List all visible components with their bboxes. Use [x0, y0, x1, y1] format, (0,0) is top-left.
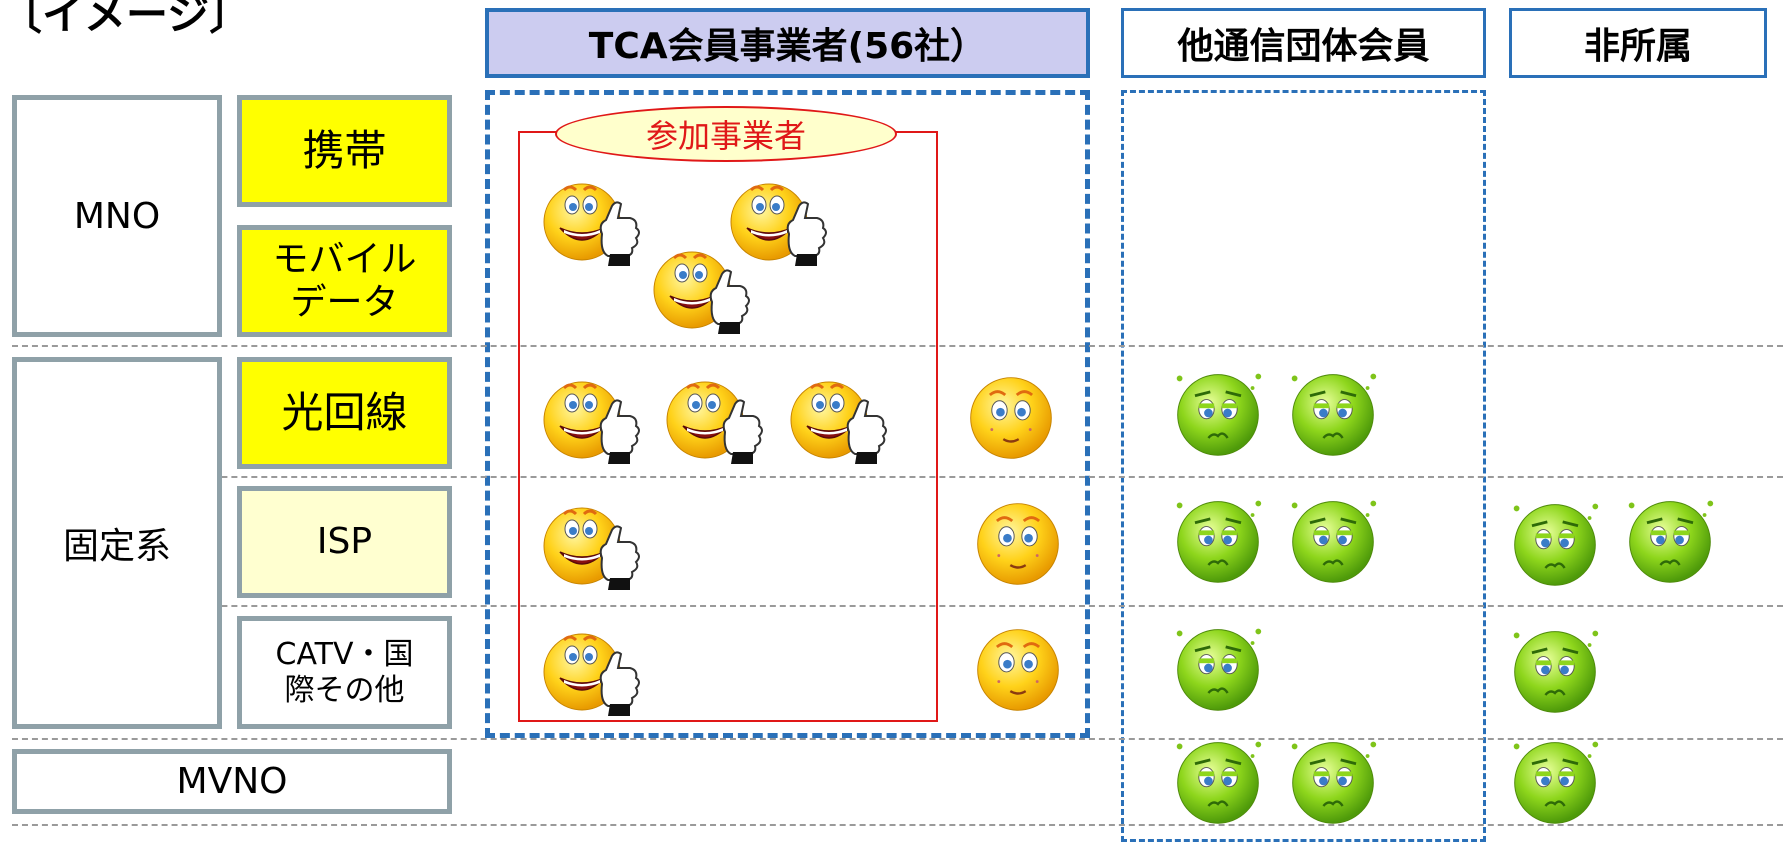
sick-green-face-icon — [1170, 733, 1266, 829]
thumbs-up-smiley-icon — [540, 622, 640, 722]
column-header-other-associations: 他通信団体会員 — [1121, 8, 1486, 78]
row-divider — [12, 605, 1783, 607]
row-divider — [12, 824, 1783, 826]
sick-green-face-icon — [1507, 622, 1603, 718]
sick-green-face-icon — [1170, 620, 1266, 716]
sick-green-face-icon — [1285, 365, 1381, 461]
thumbs-up-smiley-icon — [650, 240, 750, 340]
column-header-unaffiliated: 非所属 — [1509, 8, 1767, 78]
row-divider — [12, 345, 1783, 347]
subcategory-fiber: 光回線 — [237, 357, 452, 469]
sick-green-face-icon — [1285, 733, 1381, 829]
smiley-icon — [963, 370, 1059, 466]
subcategory-catv-international-other: CATV・国 際その他 — [237, 616, 452, 729]
participants-label: 参加事業者 — [555, 106, 897, 162]
subcategory-mobile: 携帯 — [237, 95, 452, 207]
thumbs-up-smiley-icon — [540, 172, 640, 272]
thumbs-up-smiley-icon — [540, 370, 640, 470]
subcategory-mobile-data: モバイル データ — [237, 225, 452, 337]
column-header-tca-members: TCA会員事業者(56社） — [485, 8, 1090, 78]
sick-green-face-icon — [1285, 492, 1381, 588]
sick-green-face-icon — [1170, 365, 1266, 461]
row-divider — [12, 476, 1783, 478]
smiley-icon — [970, 496, 1066, 592]
sick-green-face-icon — [1507, 733, 1603, 829]
row-divider — [12, 738, 1783, 740]
category-fixed: 固定系 — [12, 357, 222, 729]
smiley-icon — [970, 622, 1066, 718]
page-title: 〔イメージ〕 — [0, 0, 252, 39]
category-mvno: MVNO — [12, 749, 452, 814]
thumbs-up-smiley-icon — [787, 370, 887, 470]
sick-green-face-icon — [1622, 492, 1718, 588]
sick-green-face-icon — [1507, 495, 1603, 591]
other-associations-area — [1121, 90, 1486, 842]
thumbs-up-smiley-icon — [540, 496, 640, 596]
tca-members-area — [485, 90, 1090, 738]
sick-green-face-icon — [1170, 492, 1266, 588]
category-mno: MNO — [12, 95, 222, 337]
subcategory-isp: ISP — [237, 486, 452, 598]
thumbs-up-smiley-icon — [663, 370, 763, 470]
